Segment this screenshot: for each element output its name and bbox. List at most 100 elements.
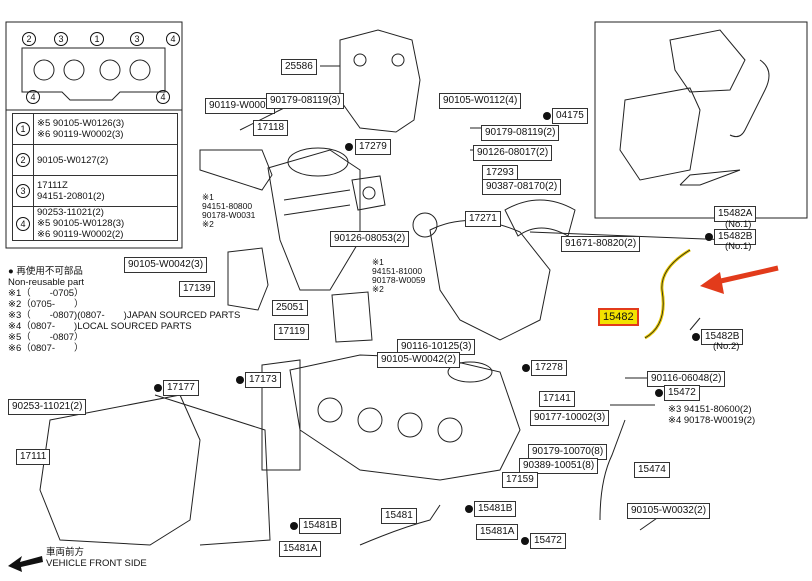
part-label[interactable]: 90105-W0042(3) bbox=[124, 257, 208, 273]
non-reusable-dot-icon bbox=[543, 112, 551, 120]
alt-part-note: ※1 94151-81000 90178-W0059 ※2 bbox=[372, 258, 425, 294]
part-label[interactable]: 15474 bbox=[634, 462, 670, 478]
note-line: 90178-W0059 bbox=[372, 275, 426, 285]
fastener-table: 1 ※5 90105-W0126(3)※6 90119-W0002(3) 2 9… bbox=[12, 113, 178, 241]
non-reusable-dot-icon bbox=[154, 384, 162, 392]
part-label[interactable]: 04175 bbox=[552, 108, 588, 124]
legend-note: ※6（0807- ） bbox=[8, 343, 84, 354]
note-line: 94151-81000 bbox=[372, 266, 423, 276]
legend-note: ※5（ -0807） bbox=[8, 332, 84, 343]
legend-note: ※3（ -0807)(0807- )JAPAN SOURCED PARTS bbox=[8, 310, 241, 321]
part-label[interactable]: 15481B bbox=[474, 501, 517, 517]
note-line: ※1 bbox=[372, 257, 384, 267]
non-reusable-dot-icon bbox=[236, 376, 244, 384]
part-label[interactable]: 15481 bbox=[381, 508, 417, 524]
row-line: ※5 90105-W0128(3) bbox=[37, 218, 125, 229]
gasket-number: 4 bbox=[156, 90, 170, 104]
note-line: ※4 90178-W0019(2) bbox=[668, 415, 756, 426]
part-label[interactable]: 17293 bbox=[482, 165, 518, 181]
intake-manifold-shape bbox=[39, 394, 201, 546]
part-label[interactable]: 90389-10051(8) bbox=[519, 458, 599, 474]
part-label[interactable]: 90119-W0002 bbox=[205, 98, 276, 114]
gasket-number: 4 bbox=[166, 32, 180, 46]
turbocharger-shape bbox=[429, 220, 551, 341]
note-line: ※2 bbox=[202, 219, 214, 229]
part-label[interactable]: 25051 bbox=[272, 300, 308, 316]
part-label[interactable]: 90126-08017(2) bbox=[473, 145, 553, 161]
part-label[interactable]: 15482B bbox=[701, 329, 744, 345]
detail-frame bbox=[594, 21, 808, 219]
non-reusable-dot-icon bbox=[290, 522, 298, 530]
note-line: 94151-80800 bbox=[202, 201, 253, 211]
part-label[interactable]: 15481A bbox=[279, 541, 322, 557]
legend-dot-text: 再使用不可部品 bbox=[16, 266, 83, 277]
gasket-number: 1 bbox=[90, 32, 104, 46]
part-label[interactable]: 90177-10002(3) bbox=[530, 410, 610, 426]
gasket-frame bbox=[5, 21, 183, 249]
note-line: ※3 94151-80600(2) bbox=[668, 404, 752, 415]
pointer-arrow bbox=[700, 265, 779, 294]
part-label[interactable]: 17279 bbox=[355, 139, 391, 155]
non-reusable-dot-icon bbox=[522, 364, 530, 372]
front-label-en: VEHICLE FRONT SIDE bbox=[46, 558, 147, 569]
note-line: ※1 bbox=[202, 192, 214, 202]
legend-note: ※2（0705- ） bbox=[8, 299, 84, 310]
part-label[interactable]: 15472 bbox=[530, 533, 566, 549]
part-label[interactable]: 15482B bbox=[714, 229, 757, 245]
part-sub-label: (No.1) bbox=[725, 241, 752, 252]
part-label[interactable]: 90105-W0042(2) bbox=[377, 352, 461, 368]
row-line: 94151-20801(2) bbox=[37, 191, 105, 202]
part-label[interactable]: 90105-W0112(4) bbox=[439, 93, 522, 109]
part-label[interactable]: 25586 bbox=[281, 59, 317, 75]
part-label[interactable]: 90105-W0032(2) bbox=[627, 503, 711, 519]
row-line: 90105-W0127(2) bbox=[37, 154, 109, 166]
row-number: 1 bbox=[16, 122, 30, 136]
part-label[interactable]: 90253-11021(2) bbox=[8, 399, 87, 415]
part-label[interactable]: 90126-08053(2) bbox=[330, 231, 410, 247]
part-label[interactable]: 15472 bbox=[664, 385, 700, 401]
part-label[interactable]: 15481B bbox=[299, 518, 342, 534]
part-label[interactable]: 17278 bbox=[531, 360, 567, 376]
part-label[interactable]: 17111 bbox=[16, 449, 51, 465]
legend-x-text: Non-reusable part bbox=[8, 277, 85, 288]
row-line: ※6 90119-W0002(3) bbox=[37, 129, 124, 140]
table-row: 1 ※5 90105-W0126(3)※6 90119-W0002(3) bbox=[12, 113, 178, 145]
part-label[interactable]: 17139 bbox=[179, 281, 215, 297]
part-label[interactable]: 17271 bbox=[465, 211, 501, 227]
note-line: 90178-W0031 bbox=[202, 210, 256, 220]
part-label[interactable]: 15482A bbox=[714, 206, 757, 222]
part-label[interactable]: 17177 bbox=[163, 380, 199, 396]
part-label[interactable]: 17141 bbox=[539, 391, 575, 407]
part-label[interactable]: 17173 bbox=[245, 372, 281, 388]
row-number: 3 bbox=[16, 184, 30, 198]
non-reusable-dot-icon bbox=[705, 233, 713, 241]
part-label[interactable]: 90179-08119(2) bbox=[481, 125, 560, 141]
legend: ● 再使用不可部品 Non-reusable part ※1（ -0705） ※… bbox=[8, 266, 240, 354]
row-line: ※6 90119-W0002(2) bbox=[37, 229, 124, 240]
table-row: 4 90253-11021(2)※5 90105-W0128(3)※6 9011… bbox=[12, 206, 178, 241]
part-label[interactable]: 17118 bbox=[253, 120, 289, 136]
heat-insulator-shape bbox=[339, 29, 421, 133]
non-reusable-dot-icon bbox=[692, 333, 700, 341]
table-row: 2 90105-W0127(2) bbox=[12, 144, 178, 176]
front-arrow-icon bbox=[8, 556, 43, 572]
non-reusable-dot-icon bbox=[521, 537, 529, 545]
part-label[interactable]: 15481A bbox=[476, 524, 519, 540]
row-number: 2 bbox=[16, 153, 30, 167]
alt-part-note: ※1 94151-80800 90178-W0031 ※2 bbox=[202, 193, 255, 229]
dot-bullet-icon: ● bbox=[8, 266, 14, 277]
row-number: 4 bbox=[16, 216, 30, 231]
turbo-oil-pipe-highlight bbox=[644, 248, 691, 340]
part-label[interactable]: 90387-08170(2) bbox=[482, 179, 562, 195]
part-label-highlighted[interactable]: 15482 bbox=[598, 308, 639, 326]
part-sub-label: (No.2) bbox=[713, 341, 740, 352]
part-label[interactable]: 91671-80820(2) bbox=[561, 236, 641, 252]
part-label[interactable]: 90179-08119(3) bbox=[266, 93, 345, 109]
part-label[interactable]: 17119 bbox=[274, 324, 310, 340]
row-line: 17111Z bbox=[37, 180, 68, 191]
part-label[interactable]: 17159 bbox=[502, 472, 538, 488]
exhaust-manifold-shape bbox=[289, 354, 521, 481]
alt-part-note: ※3 94151-80600(2) ※4 90178-W0019(2) bbox=[668, 404, 755, 426]
legend-note: ※1（ -0705） bbox=[8, 288, 84, 299]
